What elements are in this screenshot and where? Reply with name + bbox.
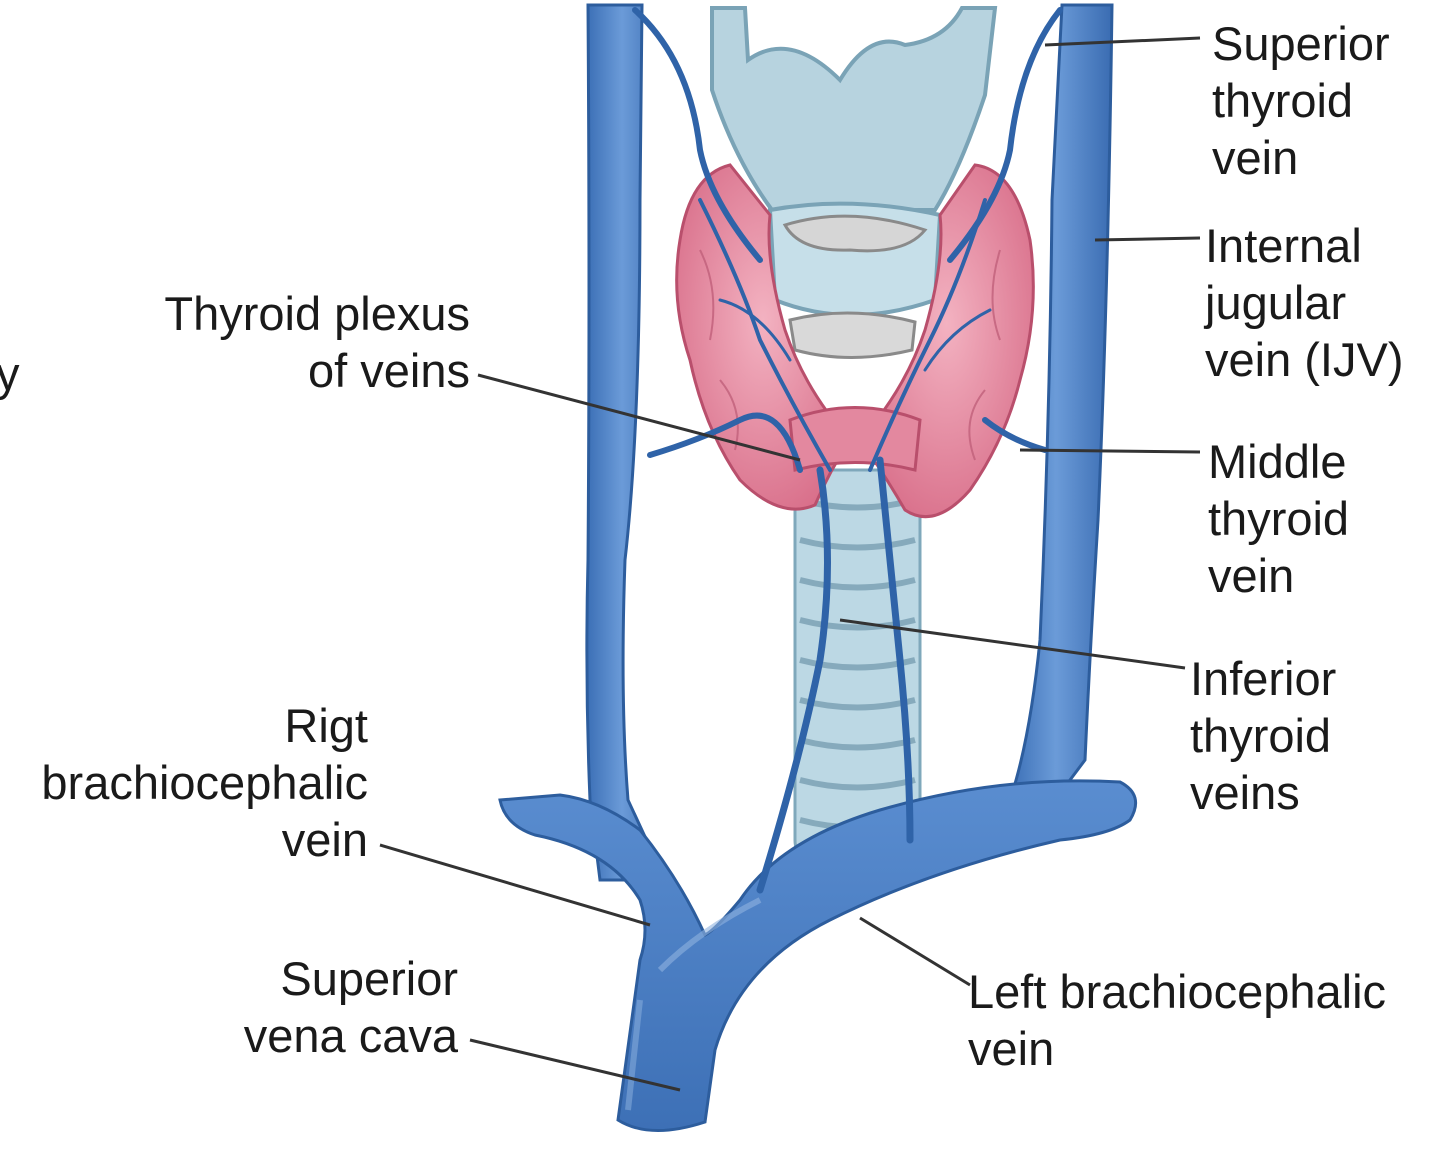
svg-text:Left brachiocephalic: Left brachiocephalic bbox=[968, 965, 1386, 1018]
label-superior-vena-cava: Superior vena cava bbox=[244, 952, 459, 1062]
svg-text:thyroid: thyroid bbox=[1190, 709, 1331, 762]
svg-text:vein: vein bbox=[282, 813, 368, 866]
label-internal-jugular-vein: Internal jugular vein (IJV) bbox=[1203, 219, 1404, 386]
internal-jugular-veins bbox=[585, 3, 1114, 882]
label-inferior-thyroid-veins: Inferior thyroid veins bbox=[1190, 652, 1336, 819]
brachiocephalic-veins-and-svc bbox=[498, 779, 1138, 1132]
svg-text:jugular: jugular bbox=[1203, 276, 1346, 329]
leader-right-brachiocephalic bbox=[379, 843, 651, 927]
leader-svc bbox=[469, 1038, 681, 1092]
thyroid-veins-network bbox=[632, 7, 1063, 894]
larynx bbox=[710, 6, 998, 359]
label-superior-thyroid-vein: Superior thyroid vein bbox=[1212, 17, 1390, 184]
leader-inferior-thyroid bbox=[839, 618, 1186, 670]
svg-text:Superior: Superior bbox=[280, 952, 458, 1005]
svg-text:Rigt: Rigt bbox=[284, 699, 368, 752]
svg-text:veins: veins bbox=[1190, 766, 1300, 819]
svg-text:Superior: Superior bbox=[1212, 17, 1390, 70]
svg-text:thyroid: thyroid bbox=[1208, 492, 1349, 545]
leader-internal-jugular bbox=[1094, 236, 1201, 242]
label-middle-thyroid-vein: Middle thyroid vein bbox=[1208, 435, 1349, 602]
svg-text:vein: vein bbox=[1208, 549, 1294, 602]
leader-lines bbox=[379, 36, 1201, 1092]
leader-middle-thyroid bbox=[1019, 448, 1201, 454]
svg-text:brachiocephalic: brachiocephalic bbox=[41, 756, 368, 809]
svg-text:vena cava: vena cava bbox=[244, 1009, 459, 1062]
svg-text:vein: vein bbox=[1212, 131, 1298, 184]
svg-text:thyroid: thyroid bbox=[1212, 74, 1353, 127]
edge-text-fragment: y bbox=[0, 347, 20, 400]
svg-text:Middle: Middle bbox=[1208, 435, 1346, 488]
label-right-brachiocephalic-vein: Rigt brachiocephalic vein bbox=[41, 699, 368, 866]
leader-thyroid-plexus bbox=[477, 373, 801, 462]
svg-text:vein: vein bbox=[968, 1022, 1054, 1075]
svg-text:vein (IJV): vein (IJV) bbox=[1205, 333, 1404, 386]
leader-superior-thyroid bbox=[1044, 36, 1201, 47]
label-thyroid-plexus: Thyroid plexus of veins bbox=[164, 287, 470, 397]
label-left-brachiocephalic-vein: Left brachiocephalic vein bbox=[968, 965, 1386, 1075]
svg-text:Thyroid plexus: Thyroid plexus bbox=[164, 287, 470, 340]
leader-left-brachiocephalic bbox=[859, 916, 971, 987]
svg-text:Internal: Internal bbox=[1205, 219, 1362, 272]
svg-text:Inferior: Inferior bbox=[1190, 652, 1336, 705]
svg-text:of veins: of veins bbox=[308, 344, 470, 397]
